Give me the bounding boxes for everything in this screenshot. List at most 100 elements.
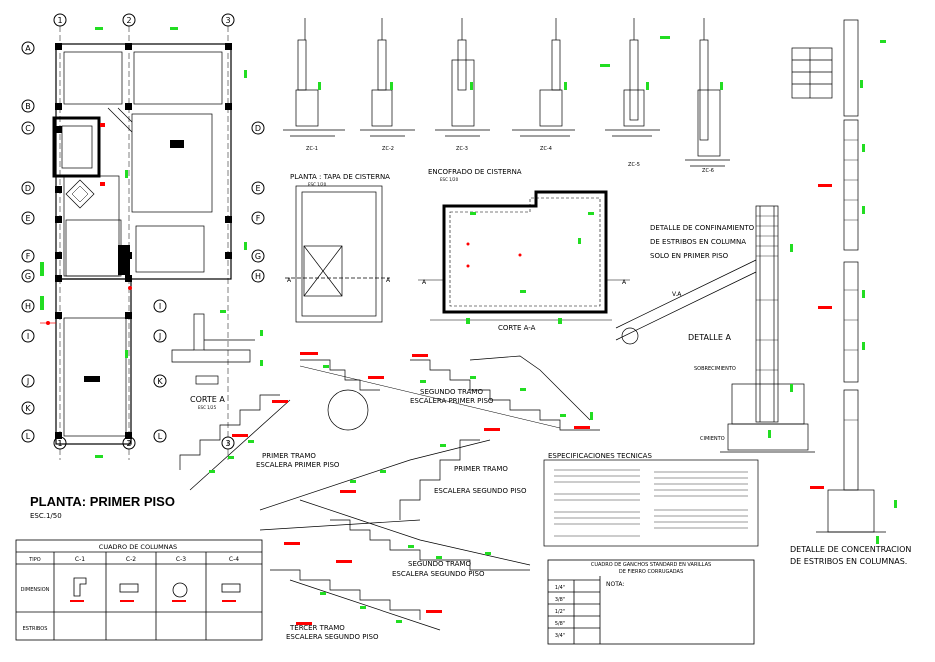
confinement-note-1: DETALLE DE CONFINAMIENTO	[650, 224, 755, 232]
hooks-title-2: DE FIERRO CORRUGADAS	[619, 569, 683, 575]
cistern-top-scale: ESC 1/20	[308, 182, 327, 187]
axis-bottom-3: 3	[225, 439, 230, 448]
cistern-top-view	[285, 185, 390, 323]
stair-label-primer-segundo-1: PRIMER TRAMO	[454, 465, 508, 473]
axis-right-h: H	[255, 272, 261, 281]
concentration-title-2: DE ESTRIBOS EN COLUMNAS.	[790, 557, 907, 566]
stair-label-tercer-segundo-2: ESCALERA SEGUNDO PISO	[286, 633, 379, 641]
columns-table-title: CUADRO DE COLUMNAS	[99, 543, 177, 551]
footing-label-zc5: ZC-5	[628, 162, 640, 168]
confinement-note-2: DE ESTRIBOS EN COLUMNA	[650, 238, 746, 246]
footing-zc-6	[685, 18, 730, 167]
footing-zc-2	[360, 18, 415, 137]
axis-left-a: A	[25, 44, 31, 53]
footing-label-zc4: ZC-4	[540, 146, 552, 152]
axis-right-e: E	[255, 184, 260, 193]
plan-green-marks	[40, 27, 247, 458]
hooks-title-1: CUADRO DE GANCHOS STANDARD EN VARILLAS	[591, 562, 711, 568]
columns-table-header-c2: C-2	[126, 556, 136, 563]
axis-left-b: B	[25, 102, 31, 111]
specs-title: ESPECIFICACIONES TECNICAS	[548, 452, 652, 460]
hooks-bar-2: 3/8"	[555, 597, 565, 603]
axis-top-1: 1	[57, 16, 62, 25]
corte-a-scale: ESC 1/25	[198, 405, 217, 410]
plan-axis-labels: 1 2 3 1 2 3 A B C D E F G H I J K L D E …	[25, 16, 261, 448]
axis-left-h: H	[25, 302, 31, 311]
cistern-mark-a1: A	[287, 277, 292, 284]
axis-top-2: 2	[126, 16, 131, 25]
axis-right-k: K	[157, 377, 163, 386]
axis-bottom-2: 2	[126, 439, 131, 448]
footing-zc-1	[283, 18, 345, 137]
stair-label-segundo-primer-1: SEGUNDO TRAMO	[420, 388, 483, 396]
axis-left-i: I	[27, 332, 29, 341]
hooks-table	[547, 559, 755, 645]
cistern-mark-a3: A	[422, 279, 427, 286]
columns-table-header-c4: C-4	[229, 556, 239, 563]
confinement-detail-label: DETALLE A	[688, 333, 731, 342]
stair-label-segundo-primer-2: ESCALERA PRIMER PISO	[410, 397, 494, 405]
axis-top-3: 3	[225, 16, 230, 25]
plan-title: PLANTA: PRIMER PISO	[30, 494, 175, 509]
hooks-bar-3: 1/2"	[555, 609, 565, 615]
plan-axes-top	[53, 13, 235, 460]
cistern-mark-a2: A	[386, 277, 391, 284]
stair-label-primer-segundo-2: ESCALERA SEGUNDO PISO	[434, 487, 527, 495]
hooks-bar-5: 3/4"	[555, 633, 565, 639]
axis-left-k: K	[25, 404, 31, 413]
plan-columns	[55, 43, 232, 439]
corte-a-detail	[171, 310, 263, 385]
axis-bottom-1: 1	[57, 439, 62, 448]
columns-table-header-tipo: TIPO	[28, 557, 41, 563]
concentration-title-1: DETALLE DE CONCENTRACION	[790, 545, 911, 554]
axis-right-f: F	[256, 214, 261, 223]
hooks-note-title: NOTA:	[606, 581, 624, 588]
floor-plan	[21, 13, 265, 460]
confinement-detail	[615, 205, 815, 453]
columns-table-row-estribos: ESTRIBOS	[23, 626, 48, 632]
footing-zc-4	[512, 18, 575, 137]
axis-right-i: I	[159, 302, 161, 311]
footing-details	[283, 18, 730, 167]
footing-label-zc3: ZC-3	[456, 146, 468, 152]
stair-label-segundo-segundo-1: SEGUNDO TRAMO	[408, 560, 471, 568]
specs-box	[543, 459, 759, 547]
stair-label-tercer-segundo-1: TERCER TRAMO	[289, 624, 345, 632]
corte-a-label: CORTE A	[190, 395, 225, 404]
axis-left-d: D	[25, 184, 31, 193]
stair-label-primer-primer-2: ESCALERA PRIMER PISO	[256, 461, 340, 469]
plan-scale: ESC.1/50	[30, 512, 62, 520]
axis-left-f: F	[26, 252, 31, 261]
columns-table-header-c1: C-1	[75, 556, 85, 563]
axis-right-d: D	[255, 124, 261, 133]
hooks-bar-4: 5/8"	[555, 621, 565, 627]
footing-zc-5	[605, 18, 660, 137]
stair-label-primer-primer-1: PRIMER TRAMO	[262, 452, 316, 460]
confinement-va: V.A	[672, 291, 682, 298]
cistern-section	[418, 190, 630, 324]
cistern-formwork-scale: ESC 1/20	[440, 177, 459, 182]
stair-sections	[179, 352, 600, 631]
hooks-bar-1: 1/4"	[555, 585, 565, 591]
footing-label-zc1: ZC-1	[306, 146, 318, 152]
axis-left-e: E	[25, 214, 30, 223]
columns-table-row-dimension: DIMENSION	[21, 587, 50, 593]
plan-axes-left	[21, 41, 35, 443]
cistern-section-label: CORTE A-A	[498, 324, 536, 332]
cistern-mark-a4: A	[622, 279, 627, 286]
plan-axes-right	[153, 121, 265, 443]
confinement-note-3: SOLO EN PRIMER PISO	[650, 252, 729, 260]
columns-table-header-c3: C-3	[176, 556, 186, 563]
cistern-formwork-title: ENCOFRADO DE CISTERNA	[428, 168, 522, 176]
axis-left-c: C	[25, 124, 31, 133]
cistern-top-title: PLANTA : TAPA DE CISTERNA	[290, 173, 390, 181]
axis-right-g: G	[255, 252, 261, 261]
footing-label-zc6: ZC-6	[702, 168, 714, 174]
confinement-cimiento: CIMIENTO	[700, 436, 725, 442]
confinement-sobrecimiento: SOBRECIMIENTO	[694, 366, 736, 372]
axis-right-j: J	[158, 332, 161, 341]
axis-right-l: L	[158, 432, 163, 441]
footing-zc-3	[435, 18, 490, 137]
axis-left-g: G	[25, 272, 31, 281]
